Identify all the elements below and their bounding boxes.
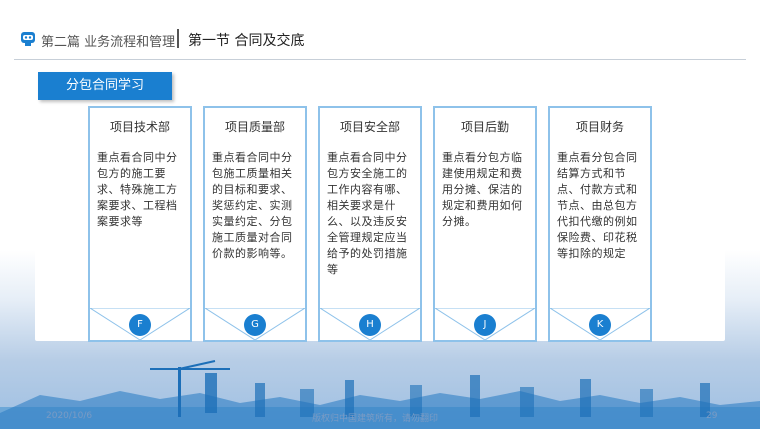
- card-title: 项目质量部: [224, 120, 285, 134]
- card-logistics-dept: 项目后勤 重点看分包方临建使用规定和费用分摊、保洁的规定和费用如何分摊。 J: [433, 106, 537, 342]
- card-title: 项目技术部: [109, 120, 170, 134]
- city-skyline-illustration: [0, 360, 760, 429]
- card-quality-dept: 项目质量部 重点看合同中分包施工质量相关的目标和要求、奖惩约定、实测实量约定、分…: [203, 106, 307, 342]
- card-technical-dept: 项目技术部 重点看合同中分包方的施工要求、特殊施工方案要求、工程档案要求等 F: [88, 106, 192, 342]
- slide-header: 第二篇 业务流程和管理 第一节 合同及交底: [0, 0, 760, 60]
- card-badge: H: [359, 314, 381, 336]
- card-finance-dept: 项目财务 重点看分包合同结算方式和节点、付款方式和节点、由总包方代扣代缴的例如保…: [548, 106, 652, 342]
- card-badge: K: [589, 314, 611, 336]
- robot-icon: [21, 32, 35, 46]
- card-badge: F: [129, 314, 151, 336]
- card-footer-lines: [550, 308, 650, 340]
- card-footer-lines: [320, 308, 420, 340]
- page-number: 29: [706, 411, 718, 421]
- card-footer-lines: [205, 308, 305, 340]
- card-footer-lines: [90, 308, 190, 340]
- card-title: 项目后勤: [460, 120, 509, 134]
- card-title: 项目安全部: [339, 120, 400, 134]
- card-body: 重点看分包方临建使用规定和费用分摊、保洁的规定和费用如何分摊。: [442, 151, 523, 228]
- card-body: 重点看分包合同结算方式和节点、付款方式和节点、由总包方代扣代缴的例如保险费、印花…: [557, 151, 638, 260]
- card-badge: G: [244, 314, 266, 336]
- footer-copyright: 版权归中国建筑所有，请勿翻印: [312, 414, 439, 424]
- card-body: 重点看合同中分包方安全施工的工作内容有哪、相关要求是什么、以及违反安全管理规定应…: [327, 151, 408, 276]
- section-tag: 分包合同学习: [38, 72, 172, 100]
- header-divider: [14, 59, 746, 60]
- card-title: 项目财务: [575, 120, 624, 134]
- card-body: 重点看合同中分包施工质量相关的目标和要求、奖惩约定、实测实量约定、分包施工质量对…: [212, 151, 293, 260]
- section-title: 第二篇 业务流程和管理: [41, 35, 176, 50]
- card-safety-dept: 项目安全部 重点看合同中分包方安全施工的工作内容有哪、相关要求是什么、以及违反安…: [318, 106, 422, 342]
- chapter-title: 第一节 合同及交底: [188, 33, 305, 49]
- footer-date: 2020/10/6: [46, 411, 93, 421]
- card-badge: J: [474, 314, 496, 336]
- title-separator: [177, 29, 179, 48]
- card-footer-lines: [435, 308, 535, 340]
- card-body: 重点看合同中分包方的施工要求、特殊施工方案要求、工程档案要求等: [97, 151, 178, 228]
